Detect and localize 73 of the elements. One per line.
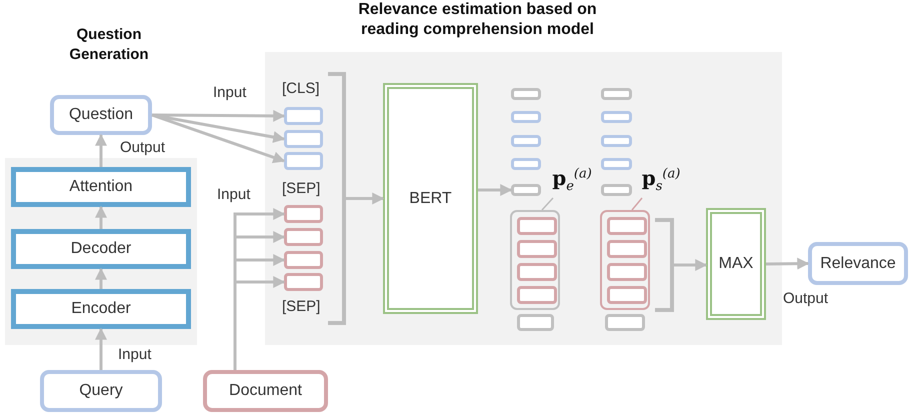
token-box — [284, 130, 323, 148]
token-box — [607, 263, 647, 281]
token-box — [601, 158, 632, 170]
token-box — [517, 286, 557, 304]
token-box — [517, 217, 557, 235]
token-box — [511, 184, 541, 196]
token-box — [605, 314, 645, 331]
text-label: Output — [783, 290, 828, 307]
token-box — [511, 158, 541, 170]
rounded-box — [50, 95, 152, 135]
text-label: Input — [213, 84, 246, 101]
arrow — [95, 328, 107, 370]
token-box — [517, 240, 557, 258]
token-box — [284, 107, 323, 125]
token-box — [607, 240, 647, 258]
token-box — [284, 205, 323, 223]
box-label: Relevance — [820, 254, 896, 272]
text-label: Input — [118, 346, 152, 363]
leader-line — [631, 198, 643, 210]
arrow — [766, 258, 810, 270]
section-heading: Question Generation — [68, 25, 150, 65]
box-label: MAX — [718, 255, 754, 273]
box-label: Encoder — [71, 300, 131, 318]
token-box — [601, 184, 632, 196]
arrow — [95, 134, 107, 167]
box-label: Document — [229, 382, 302, 400]
layer-box — [11, 289, 191, 329]
box-label: Attention — [69, 178, 133, 196]
token-box — [511, 111, 541, 123]
token-box — [601, 135, 632, 147]
token-box — [607, 217, 647, 235]
arrow — [674, 259, 708, 271]
token-box — [601, 111, 632, 123]
rounded-box — [203, 370, 328, 412]
arrow — [95, 206, 107, 229]
text-label: [SEP] — [282, 180, 320, 197]
text-label: Input — [217, 186, 250, 203]
rounded-box — [40, 370, 162, 412]
bracket — [655, 218, 674, 312]
model-box — [706, 208, 766, 320]
token-box — [284, 251, 323, 269]
box-label: Query — [79, 382, 123, 400]
token-box — [284, 152, 323, 170]
layer-box — [11, 167, 191, 207]
text-label: [SEP] — [282, 298, 320, 315]
text-label: Output — [120, 139, 166, 156]
arrow — [95, 268, 107, 289]
token-box — [517, 263, 557, 281]
layer-box — [11, 229, 191, 269]
token-box — [510, 210, 560, 310]
token-box — [517, 314, 554, 331]
arrow — [346, 192, 384, 204]
arrow — [152, 114, 286, 164]
arrow — [152, 114, 286, 143]
token-box — [284, 228, 323, 246]
token-box — [600, 210, 650, 310]
token-box — [607, 286, 647, 304]
bracket — [328, 72, 346, 325]
model-box — [383, 83, 478, 314]
box-label: Decoder — [70, 240, 132, 258]
panel-heading: Relevance estimation based on reading comprehension model — [357, 0, 598, 40]
text-label: [CLS] — [282, 80, 320, 97]
rounded-box — [808, 242, 908, 285]
token-box — [601, 88, 632, 100]
arrow — [234, 276, 286, 370]
box-label: BERT — [409, 190, 452, 208]
token-box — [511, 135, 541, 147]
arrow — [478, 184, 512, 196]
token-box — [511, 88, 541, 100]
leader-line — [541, 198, 554, 210]
token-box — [284, 273, 323, 291]
box-label: Question — [68, 106, 134, 124]
arrow — [152, 110, 286, 122]
